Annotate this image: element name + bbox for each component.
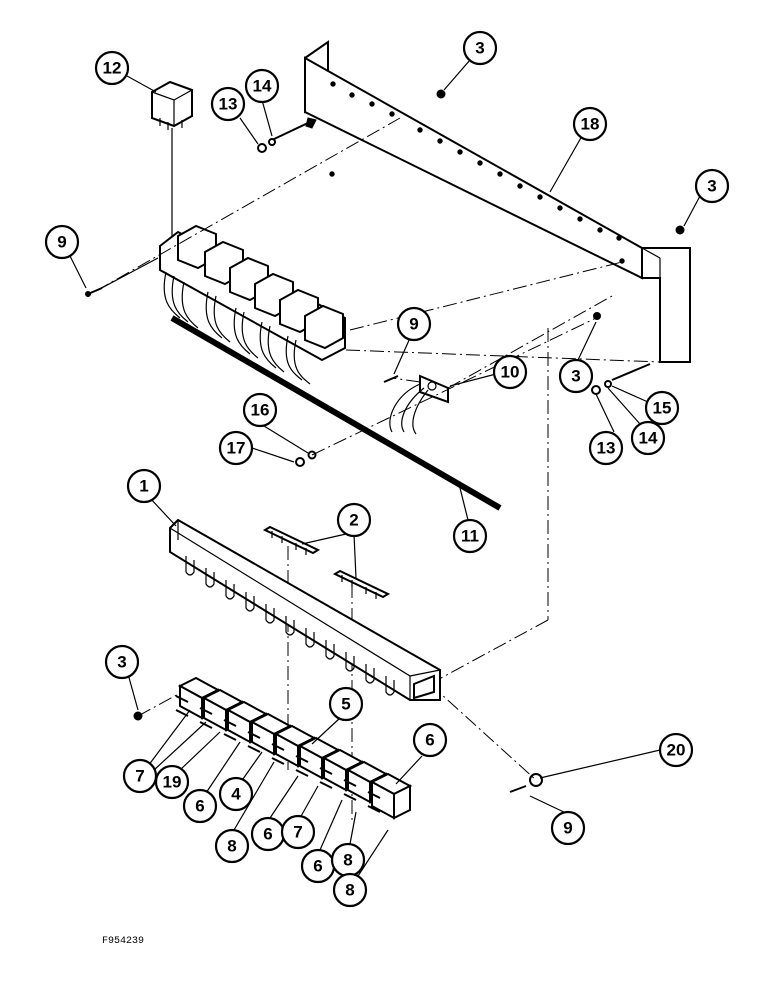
callout-14: 14: [244, 68, 280, 104]
nut-16-17: [295, 450, 317, 467]
svg-text:14: 14: [253, 77, 272, 96]
callout-16: 16: [242, 392, 278, 428]
svg-text:18: 18: [581, 115, 600, 134]
svg-text:20: 20: [667, 741, 686, 760]
svg-text:17: 17: [227, 439, 246, 458]
circuit-breaker-row: [175, 676, 413, 820]
svg-text:16: 16: [251, 401, 270, 420]
wiring-harness-11: [170, 315, 502, 511]
callout-14: 14: [630, 420, 666, 456]
svg-text:3: 3: [475, 39, 484, 58]
svg-text:5: 5: [341, 695, 350, 714]
relay-block-assembly: [87, 224, 502, 511]
callout-1: 1: [126, 468, 162, 504]
svg-text:12: 12: [103, 59, 122, 78]
callout-4: 4: [218, 776, 254, 812]
callout-3: 3: [558, 358, 594, 394]
callout-7: 7: [122, 758, 158, 794]
svg-text:8: 8: [227, 837, 236, 856]
connector-10: [389, 295, 613, 435]
svg-text:6: 6: [313, 857, 322, 876]
bolt-upper-left: [271, 117, 317, 141]
svg-text:15: 15: [653, 399, 672, 418]
svg-text:8: 8: [343, 851, 352, 870]
callout-6: 6: [412, 722, 448, 758]
figure-code: F954239: [102, 936, 145, 947]
callout-6: 6: [182, 788, 218, 824]
svg-text:3: 3: [707, 177, 716, 196]
svg-text:9: 9: [57, 233, 66, 252]
svg-text:13: 13: [219, 95, 238, 114]
callout-9: 9: [550, 810, 586, 846]
svg-text:1: 1: [139, 477, 148, 496]
svg-text:9: 9: [409, 315, 418, 334]
bracket-slots: [185, 556, 395, 696]
svg-text:14: 14: [639, 429, 658, 448]
nut-3-center: [593, 312, 601, 320]
svg-text:6: 6: [195, 797, 204, 816]
svg-text:13: 13: [597, 439, 616, 458]
svg-text:3: 3: [117, 653, 126, 672]
callout-3: 3: [694, 168, 730, 204]
svg-text:7: 7: [135, 767, 144, 786]
callout-7: 7: [280, 814, 316, 850]
callout-17: 17: [218, 430, 254, 466]
screw-9-lower: [509, 773, 543, 793]
leader-lines: [69, 59, 701, 877]
relay-12: [151, 80, 193, 240]
callout-2: 2: [336, 502, 372, 538]
callout-19: 19: [154, 764, 190, 800]
bus-bars-2: [262, 525, 391, 599]
svg-text:7: 7: [293, 823, 302, 842]
svg-text:4: 4: [231, 785, 241, 804]
callout-13: 13: [588, 430, 624, 466]
svg-text:11: 11: [461, 527, 479, 546]
fuse-holder-bracket-1: [169, 518, 441, 701]
mounting-plate: [304, 40, 691, 363]
callout-20: 20: [658, 732, 694, 768]
plate-holes: [329, 81, 625, 264]
callout-5: 5: [328, 686, 364, 722]
breaker-terminals: [175, 695, 381, 813]
callout-9: 9: [44, 224, 80, 260]
svg-text:9: 9: [563, 819, 572, 838]
callouts: 12 13 14 3 18 3 9 9 10 3 15 16 17 13 14 …: [44, 30, 730, 908]
callout-13: 13: [210, 86, 246, 122]
fasteners: [85, 89, 685, 793]
svg-text:3: 3: [571, 367, 580, 386]
nut-13-upper: [257, 138, 276, 153]
callout-18: 18: [572, 106, 608, 142]
bolt-lower-right: [591, 363, 651, 395]
callout-8: 8: [330, 842, 366, 878]
relay-modules: [177, 224, 344, 350]
svg-text:2: 2: [349, 511, 358, 530]
callout-3: 3: [462, 30, 498, 66]
nut-3-right: [675, 225, 685, 235]
callout-9: 9: [396, 306, 432, 342]
callout-8: 8: [332, 872, 368, 908]
screw-9-center: [383, 375, 399, 383]
nut-3-upper: [436, 89, 446, 99]
callout-6: 6: [250, 816, 286, 852]
callout-15: 15: [644, 390, 680, 426]
relay-wires: [163, 271, 311, 385]
svg-text:8: 8: [345, 881, 354, 900]
svg-text:10: 10: [501, 363, 520, 382]
svg-text:6: 6: [425, 731, 434, 750]
svg-text:19: 19: [163, 773, 182, 792]
callout-12: 12: [94, 50, 130, 86]
callout-8: 8: [214, 828, 250, 864]
callout-10: 10: [492, 354, 528, 390]
callout-3: 3: [104, 644, 140, 680]
svg-text:6: 6: [263, 825, 272, 844]
callout-6: 6: [300, 848, 336, 884]
callout-11: 11: [452, 518, 488, 554]
